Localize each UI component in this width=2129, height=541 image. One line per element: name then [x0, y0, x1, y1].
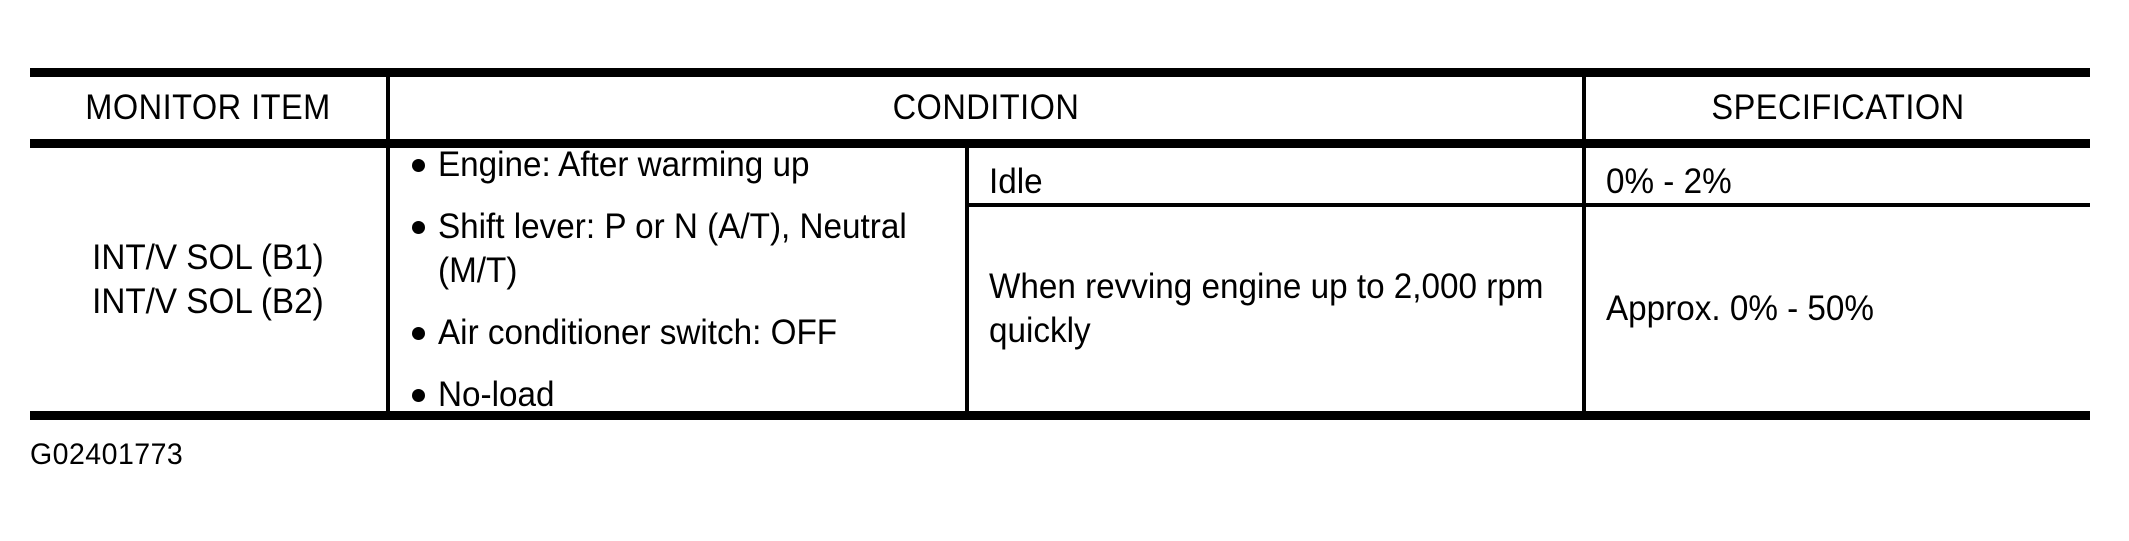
list-item: Shift lever: P or N (A/T), Neutral (M/T) [412, 205, 951, 293]
column-header-condition: CONDITION [892, 88, 1080, 127]
table-top-border [30, 68, 2090, 77]
cell-condition-detail-1: Idle [969, 148, 1582, 203]
cell-monitor-item: INT/V SOL (B1) INT/V SOL (B2) [30, 148, 386, 411]
list-item: Air conditioner switch: OFF [412, 311, 951, 355]
column-header-monitor-item: MONITOR ITEM [85, 88, 331, 127]
monitor-item-line-2: INT/V SOL (B2) [92, 281, 324, 321]
list-item: Engine: After warming up [412, 143, 951, 187]
list-item: No-load [412, 373, 951, 417]
cell-condition-list: Engine: After warming up Shift lever: P … [390, 145, 965, 414]
condition-text: Engine: After warming up [438, 144, 810, 184]
row-separator [965, 203, 2090, 207]
table-bottom-border [30, 411, 2090, 420]
bullet-icon [412, 220, 425, 234]
specification-value: 0% - 2% [1606, 162, 1732, 201]
specification-value: Approx. 0% - 50% [1606, 289, 1874, 328]
monitor-item-line-1: INT/V SOL (B1) [92, 237, 324, 277]
condition-text: No-load [438, 374, 555, 414]
condition-text: Air conditioner switch: OFF [438, 312, 838, 352]
column-divider-condition-detail [965, 148, 969, 411]
cell-condition-detail-2: When revving engine up to 2,000 rpm quic… [969, 207, 1582, 411]
condition-text: Shift lever: P or N (A/T), Neutral (M/T) [438, 206, 907, 290]
specification-table: MONITOR ITEM CONDITION SPECIFICATION INT… [30, 68, 2090, 420]
column-header-specification: SPECIFICATION [1711, 88, 1965, 127]
condition-detail-text: Idle [989, 162, 1043, 201]
bullet-icon [412, 388, 425, 402]
bullet-icon [412, 158, 425, 172]
column-divider-condition-spec [1582, 68, 1586, 420]
cell-specification-1: 0% - 2% [1586, 148, 2090, 203]
condition-detail-text: When revving engine up to 2,000 rpm quic… [989, 267, 1544, 350]
header-bottom-border [30, 139, 2090, 148]
figure-id-caption: G02401773 [30, 438, 184, 471]
cell-specification-2: Approx. 0% - 50% [1586, 207, 2090, 411]
bullet-icon [412, 326, 425, 340]
column-divider-monitor-condition [386, 68, 390, 420]
